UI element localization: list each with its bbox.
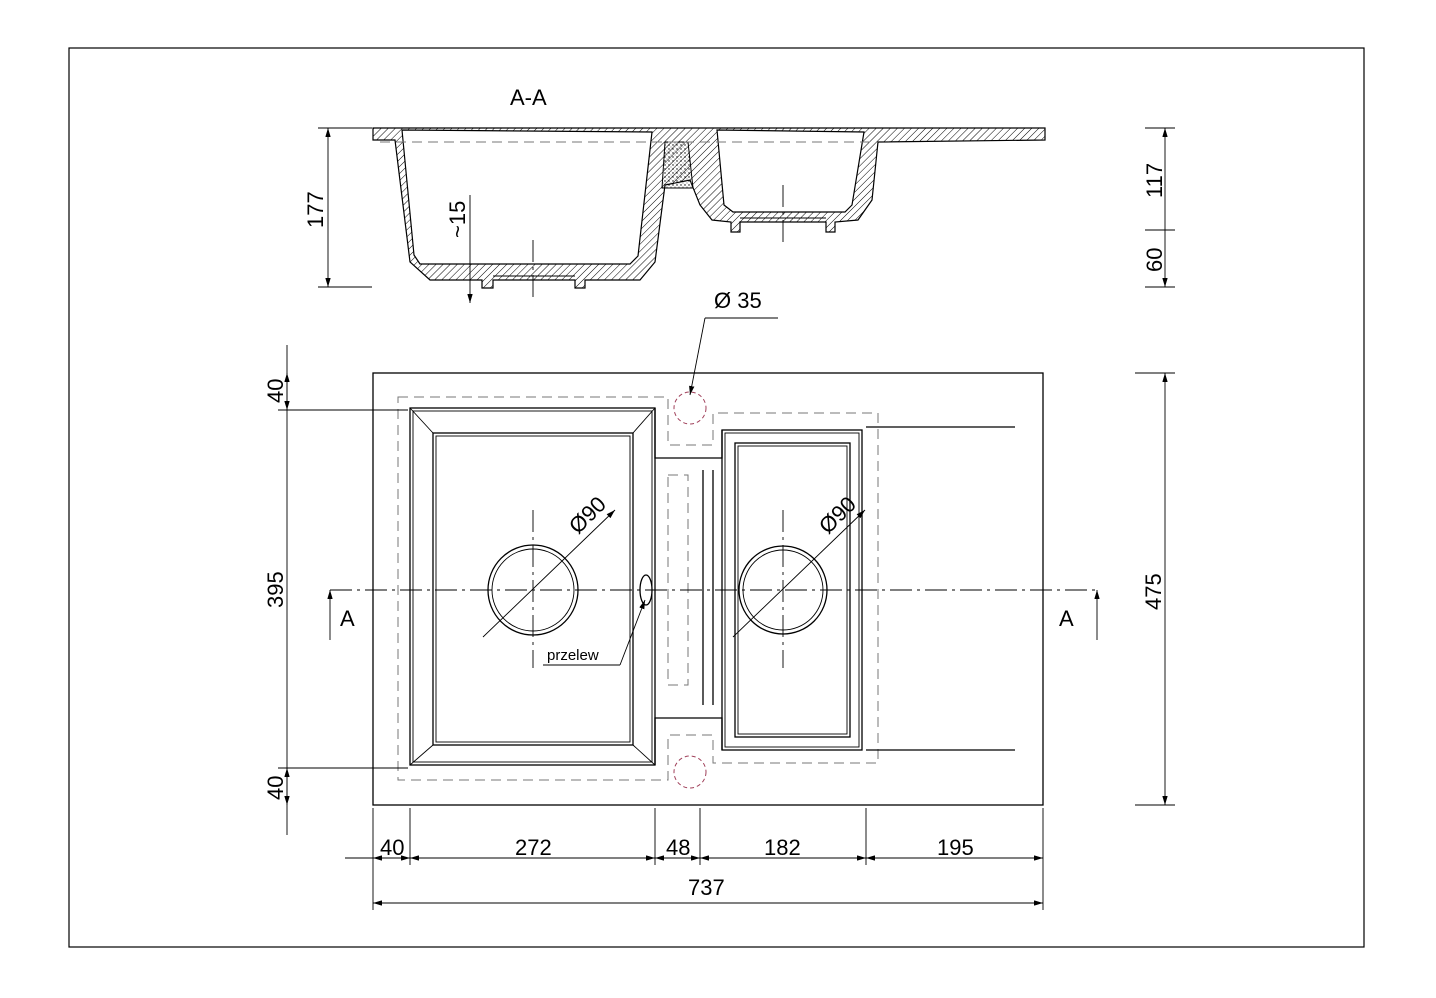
dim-bottom: 40 272 48 182 195 737 xyxy=(345,808,1044,910)
section-marker-left: A xyxy=(327,590,355,640)
drain-right-label: Ø90 xyxy=(814,491,861,538)
svg-text:182: 182 xyxy=(764,835,801,860)
dim-bottom-thickness: ~15 xyxy=(445,195,473,303)
dim-total-height: 177 xyxy=(303,127,372,288)
svg-text:475: 475 xyxy=(1141,573,1166,610)
svg-text:272: 272 xyxy=(515,835,552,860)
svg-text:40: 40 xyxy=(380,835,404,860)
svg-text:~15: ~15 xyxy=(445,201,470,238)
left-bowl: Ø90 xyxy=(409,407,656,766)
tap-hole-bottom xyxy=(673,755,707,789)
svg-text:48: 48 xyxy=(666,835,690,860)
dim-right: 475 xyxy=(1135,372,1175,806)
drawing-frame xyxy=(68,47,1365,948)
section-view: A-A 177 ~15 117 60 xyxy=(303,85,1175,303)
svg-text:737: 737 xyxy=(688,875,725,900)
svg-text:przelew: przelew xyxy=(547,647,599,664)
dim-right-section: 117 60 xyxy=(1142,127,1175,288)
section-marker-right: A xyxy=(1059,590,1100,640)
svg-text:40: 40 xyxy=(263,379,288,403)
dim-left: 40 395 40 xyxy=(263,345,408,835)
hidden-slot xyxy=(667,474,689,686)
section-title: A-A xyxy=(510,85,547,110)
tap-hole-callout: Ø 35 xyxy=(689,288,778,396)
svg-text:60: 60 xyxy=(1142,248,1167,272)
center-divider xyxy=(654,408,723,765)
svg-text:395: 395 xyxy=(263,571,288,608)
svg-text:195: 195 xyxy=(937,835,974,860)
divider-insert xyxy=(661,141,694,189)
svg-text:A: A xyxy=(340,606,355,631)
svg-text:Ø 35: Ø 35 xyxy=(714,288,762,313)
plan-view: Ø90 Ø90 Ø 35 przelew xyxy=(263,288,1175,910)
cutout-outline xyxy=(397,396,879,781)
sink-outline xyxy=(372,372,1044,806)
svg-text:117: 117 xyxy=(1142,163,1167,198)
drain-left-label: Ø90 xyxy=(564,491,611,538)
section-shell xyxy=(372,127,1046,289)
right-bowl: Ø90 xyxy=(721,426,1015,751)
svg-text:177: 177 xyxy=(303,191,328,228)
svg-text:40: 40 xyxy=(263,776,288,800)
overflow-callout: przelew xyxy=(543,599,646,666)
tap-hole-top xyxy=(673,391,707,425)
svg-text:A: A xyxy=(1059,606,1074,631)
